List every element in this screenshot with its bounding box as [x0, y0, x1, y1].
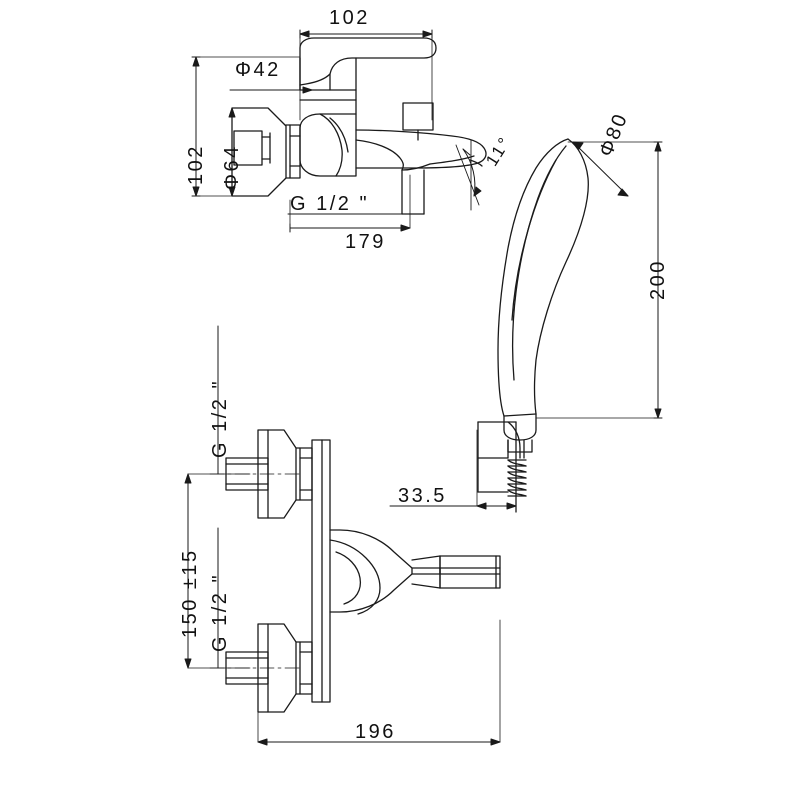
mixer-body-front	[311, 439, 501, 703]
dim-102-top	[299, 29, 433, 121]
handshower	[497, 138, 589, 453]
dim-label-102-left: 102	[185, 144, 207, 185]
dim-102-left	[191, 56, 301, 197]
spout-side	[355, 129, 487, 215]
dim-label-179: 179	[345, 231, 386, 253]
dim-179	[289, 174, 411, 233]
spout-front	[411, 555, 501, 589]
dim-label-phi64: Φ64	[221, 144, 243, 190]
dim-label-thread-upper: G 1/2 "	[209, 378, 231, 458]
dim-label-196: 196	[355, 721, 396, 743]
dim-200	[535, 141, 663, 419]
dim-196	[257, 619, 501, 746]
dim-label-phi42: Φ42	[235, 59, 281, 81]
dim-label-102-top: 102	[329, 7, 370, 29]
shower-hose-coil	[507, 439, 527, 513]
mixer-body-side	[299, 113, 357, 177]
inlet-lower	[209, 651, 301, 685]
dim-33-5	[389, 429, 517, 510]
inlet-upper	[209, 457, 301, 491]
dim-label-150: 150 ±15	[179, 548, 201, 638]
dim-label-thread-lower: G 1/2 "	[209, 572, 231, 652]
diverter-knob-side	[402, 102, 434, 141]
lever-handle-side	[299, 37, 437, 115]
dim-angle-11	[455, 139, 482, 211]
hex-nut-side	[285, 124, 301, 179]
dim-phi80	[572, 141, 629, 197]
shower-holder-bracket	[477, 421, 521, 493]
dim-label-33-5: 33.5	[398, 485, 447, 507]
dim-label-200: 200	[647, 259, 669, 300]
dim-label-thread-top: G 1/2 "	[290, 193, 370, 215]
